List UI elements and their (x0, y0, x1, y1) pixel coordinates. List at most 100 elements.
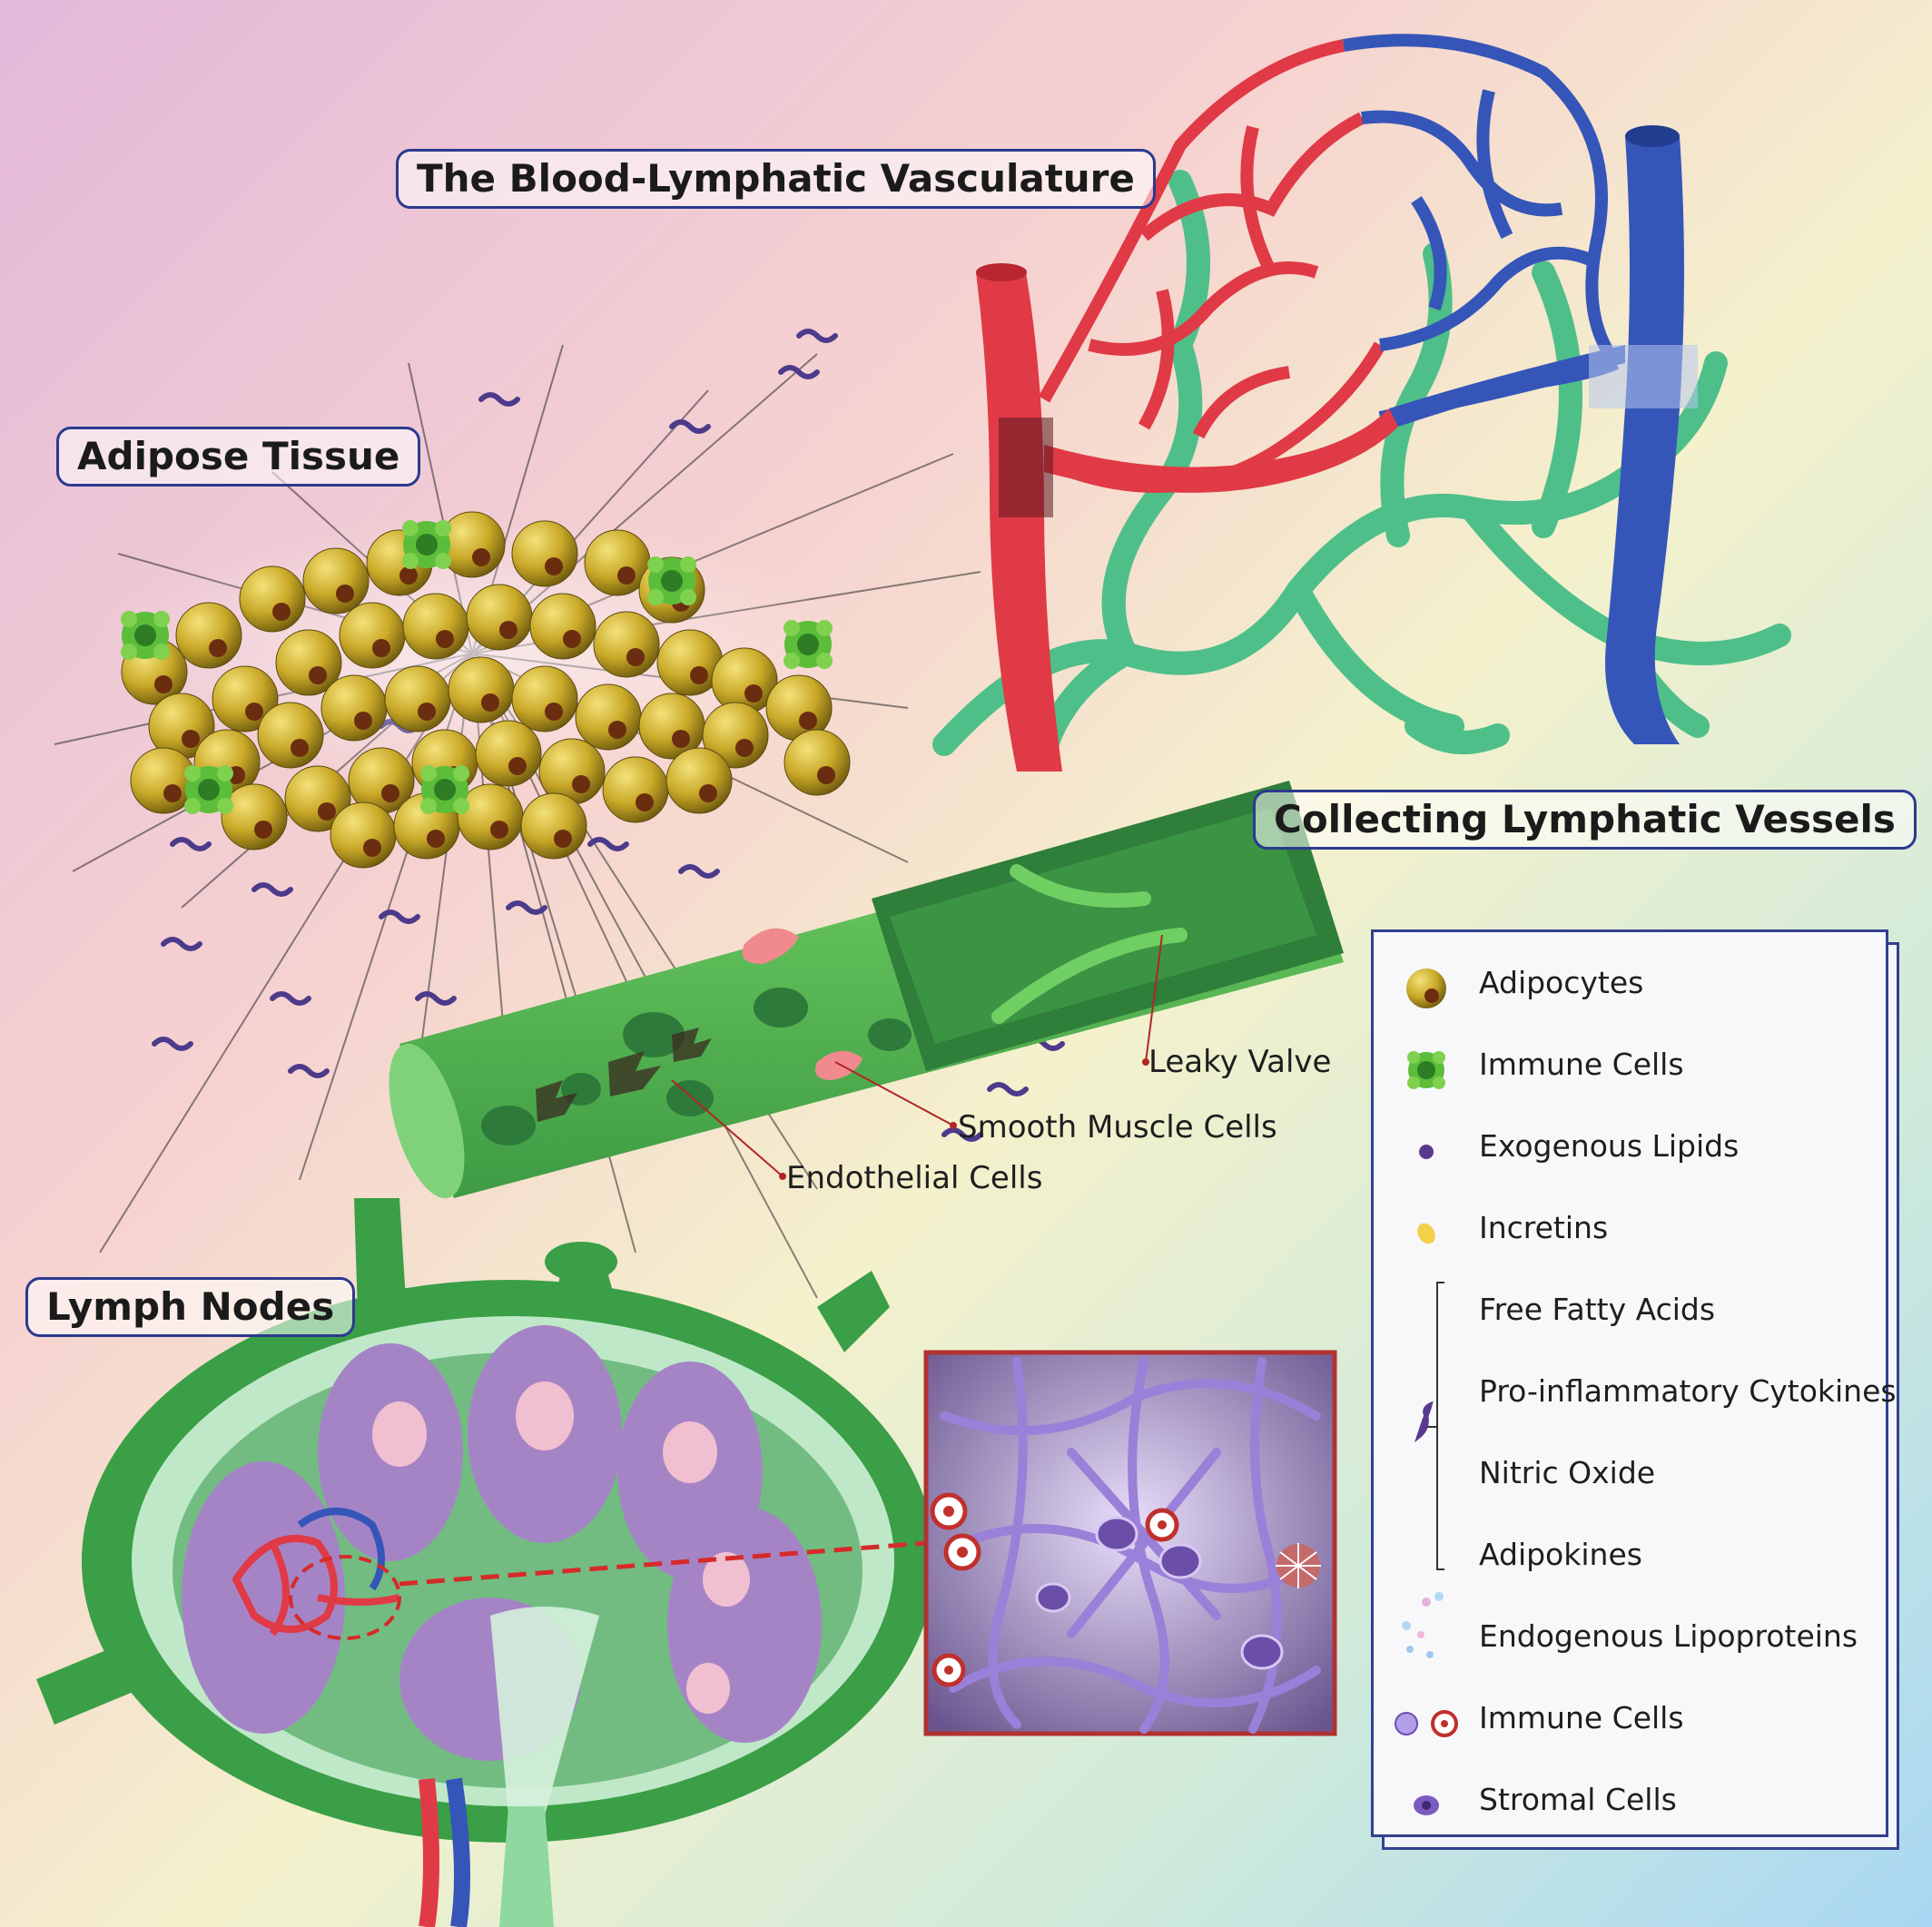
adipocyte-nucleus (363, 839, 381, 857)
adipocyte-nucleus (291, 739, 309, 757)
adipocyte (239, 565, 306, 633)
adipocyte (511, 665, 578, 732)
purple-dot-icon (1419, 1145, 1434, 1159)
callout-smooth-muscle-cells: Smooth Muscle Cells (958, 1109, 1277, 1145)
immune-cell (184, 765, 233, 814)
legend-label-adipocytes: Adipocytes (1479, 965, 1644, 1000)
artery-lumen (976, 263, 1027, 281)
adipocyte-nucleus (209, 639, 227, 657)
adipocyte (384, 665, 451, 732)
immune-cell (402, 520, 451, 569)
adipocyte-nucleus (272, 603, 291, 621)
adipocyte-nucleus (318, 802, 336, 821)
mesh-cell (1276, 1543, 1321, 1588)
vein-window (1589, 345, 1698, 408)
adipocyte-nucleus (554, 830, 572, 848)
adipocyte (175, 602, 242, 669)
node-artery (419, 1778, 439, 1927)
efferent-vessel (499, 1806, 554, 1927)
stromal-network-inset (923, 1350, 1337, 1736)
adipocyte-nucleus (744, 684, 763, 703)
legend-label-immune-cells: Immune Cells (1479, 1700, 1684, 1735)
vein-branch (1389, 345, 1625, 427)
artery-window (999, 418, 1053, 517)
adipocyte-nucleus (508, 757, 527, 775)
stromal-cells (1035, 1516, 1284, 1670)
immune-cell-green-icon (1407, 1051, 1445, 1089)
immune-cell (420, 765, 469, 814)
hilum (490, 1607, 599, 1815)
legend-label-immune-cells: Immune Cells (1479, 1047, 1684, 1082)
adipocyte-nucleus (572, 775, 590, 793)
adipocyte (520, 792, 587, 860)
immune-cells-red-inset (930, 1492, 1179, 1687)
adipocyte (602, 756, 669, 823)
yellow-oval-icon (1417, 1223, 1435, 1244)
adipocyte (320, 674, 388, 742)
squiggle-icon (1414, 1401, 1434, 1443)
callout-lines (671, 934, 1163, 1177)
adipocyte-nucleus (735, 739, 754, 757)
adipocyte-nucleus (626, 648, 645, 666)
germinal-centers (372, 1381, 750, 1714)
adipocyte-nucleus (154, 675, 172, 693)
legend-label-pro-inflammatory-cytokines: Pro-inflammatory Cytokines (1479, 1373, 1897, 1409)
adipocyte-nucleus (163, 784, 182, 802)
leaky-gaps (536, 1027, 712, 1122)
adipocyte (665, 747, 733, 814)
adipocyte-nucleus (254, 821, 272, 839)
adipocyte-nucleus (399, 566, 418, 585)
adipocyte-nucleus (563, 630, 581, 648)
adipocyte-nucleus (690, 666, 708, 684)
adipocyte-nucleus (309, 666, 327, 684)
vessel-opening (389, 1043, 465, 1199)
adipocyte-nucleus (481, 693, 499, 712)
adipocyte (339, 602, 406, 669)
vein-lumen (1625, 125, 1680, 147)
adipocyte (784, 729, 851, 796)
adipocyte (402, 593, 469, 660)
adipocyte-nucleus (336, 585, 354, 603)
adipocyte-nucleus (381, 784, 399, 802)
adipocyte (302, 547, 370, 614)
adipocyte-nucleus (354, 712, 372, 730)
adipocyte-nucleus (699, 784, 717, 802)
title-collecting-lymphatic: Collecting Lymphatic Vessels (1253, 790, 1917, 850)
adipocyte (330, 801, 397, 869)
adipocyte-nucleus (427, 830, 445, 848)
callout-leaky-valve: Leaky Valve (1148, 1044, 1332, 1080)
callout-endothelial-cells: Endothelial Cells (786, 1160, 1043, 1196)
legend-label-adipokines: Adipokines (1479, 1537, 1642, 1572)
adipocyte-nucleus (545, 703, 563, 721)
title-lymph-nodes: Lymph Nodes (25, 1277, 356, 1337)
smooth-muscle-cells (742, 928, 862, 1080)
legend-label-stromal-cells: Stromal Cells (1479, 1782, 1677, 1817)
adipocyte-nucleus (608, 721, 626, 739)
legend-label-endogenous-lipoproteins: Endogenous Lipoproteins (1479, 1618, 1858, 1654)
adipocyte-nucleus (499, 621, 518, 639)
legend-label-incretins: Incretins (1479, 1210, 1609, 1245)
artery (976, 272, 1062, 772)
adipocyte-nucleus (372, 639, 390, 657)
lymph-node (36, 1198, 935, 1927)
adipose-tissue (91, 511, 853, 869)
adipocyte-nucleus (617, 566, 636, 585)
adipocyte-nucleus (490, 821, 508, 839)
node-top-nub (545, 1242, 617, 1282)
adipocyte-nucleus (245, 703, 263, 721)
adipocyte-icon (1406, 968, 1446, 1008)
legend-label-free-fatty-acids: Free Fatty Acids (1479, 1292, 1716, 1327)
immune-cell (647, 556, 696, 605)
immune-cell (121, 611, 170, 660)
stromal-cell-icon (1414, 1795, 1439, 1815)
zoom-line (399, 1540, 927, 1587)
title-adipose-tissue: Adipose Tissue (56, 427, 421, 487)
adipocyte-nucleus (672, 730, 690, 748)
adipocyte (511, 520, 578, 587)
blood-lymphatic-vasculature (932, 34, 1791, 772)
lipoprotein-dots-icon (1402, 1592, 1444, 1658)
reticular-network (940, 1357, 1321, 1734)
title-blood-lymphatic: The Blood-Lymphatic Vasculature (396, 149, 1156, 209)
